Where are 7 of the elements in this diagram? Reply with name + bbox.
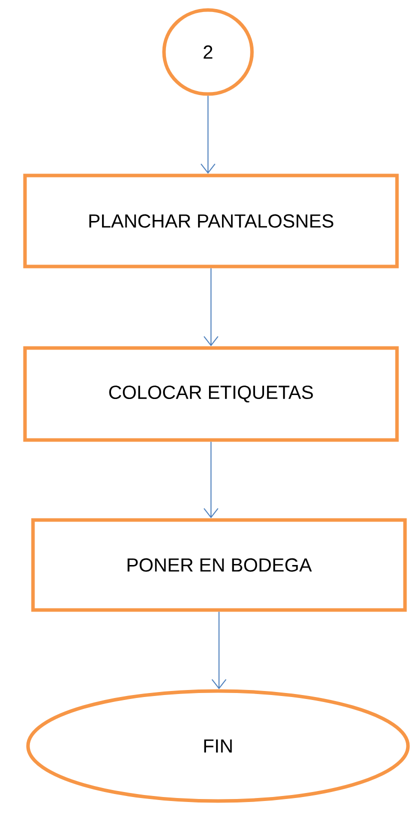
arrow	[212, 611, 226, 690]
arrow	[204, 268, 218, 346]
arrow	[200, 95, 216, 174]
process-box: PLANCHAR PANTALOSNES	[23, 174, 399, 268]
process-box: COLOCAR ETIQUETAS	[23, 346, 399, 442]
arrow	[204, 441, 218, 518]
process-box: PONER EN BODEGA	[31, 518, 407, 612]
